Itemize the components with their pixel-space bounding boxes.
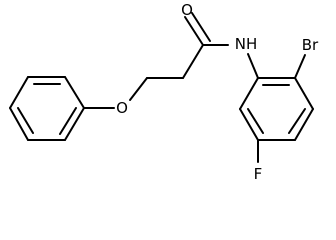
carbonyl-double-bond-b — [191, 12, 211, 42]
ether-oxygen-label: O — [116, 99, 128, 117]
carbonyl-oxygen-label: O — [181, 1, 193, 19]
ring-bond — [9, 107, 29, 141]
molecule-structure-diagram: O NH O Br F — [9, 1, 319, 183]
fluorine-label: F — [254, 165, 263, 183]
halophenyl-ring — [239, 77, 314, 141]
ring-bond — [294, 77, 314, 110]
ring-bond — [239, 108, 259, 141]
carbonyl-double-bond-a — [184, 16, 204, 46]
nitrogen-to-ring-bond — [247, 53, 259, 79]
ring-double-bond — [59, 107, 77, 135]
ch2-carbonyl-bond — [182, 44, 204, 79]
oxygen-to-ch2-bond — [129, 77, 148, 101]
ring-bond — [9, 76, 29, 109]
ring-double-bond — [288, 108, 306, 134]
amide-nitrogen-label: NH — [235, 35, 258, 53]
bromine-label: Br — [302, 36, 319, 54]
ring-to-bromine-bond — [294, 54, 306, 79]
ring-double-bond — [247, 108, 264, 134]
ring-bond — [239, 77, 259, 110]
phenyl-ring — [9, 76, 85, 141]
ring-double-bond — [17, 107, 34, 134]
ring-bond — [64, 76, 85, 109]
ring-bond — [64, 107, 85, 141]
ring-bond — [294, 108, 314, 141]
